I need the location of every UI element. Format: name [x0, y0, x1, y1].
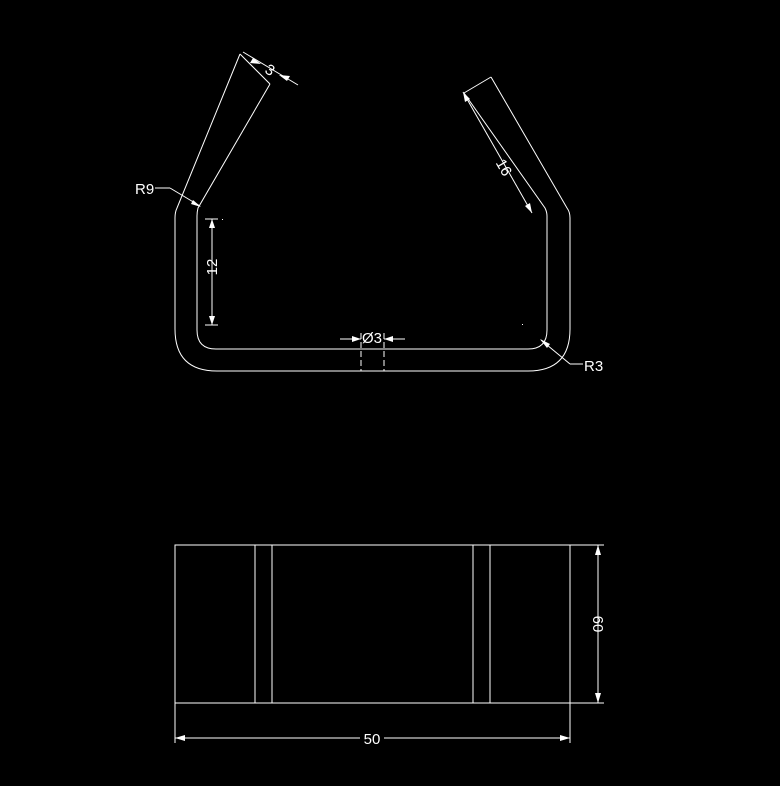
thickness-dim-line	[242, 51, 299, 86]
flange-length-arrow-bottom	[525, 203, 532, 213]
r3-label: R3	[584, 358, 603, 375]
side-height-arrow-bottom	[209, 316, 215, 325]
r9-label: R9	[135, 181, 154, 198]
side-height-arrow-top	[209, 219, 215, 228]
front-view: 60 50	[174, 544, 606, 748]
r3-leader-arrow	[540, 339, 550, 348]
top-view: Ø3 3 16 R9 R3 12	[135, 51, 603, 375]
hole-diameter-label: Ø3	[362, 330, 382, 347]
width-arrow-left	[175, 735, 185, 741]
thickness-dim-arrow-right	[279, 75, 290, 81]
bracket-inner-profile	[196, 83, 548, 350]
r9-leader-arrow	[191, 200, 201, 207]
width-label: 50	[364, 731, 381, 748]
bracket-outer-profile	[174, 53, 571, 372]
left-flange-tip	[239, 53, 271, 85]
right-flange-tip	[463, 76, 492, 94]
flange-length-label: 16	[492, 156, 515, 179]
hole-dim-arrow-left	[352, 336, 361, 342]
height-arrow-top	[595, 545, 601, 555]
thickness-dim-arrow-left	[250, 58, 261, 64]
front-view-outline	[174, 544, 571, 704]
hole-dim-arrow-right	[384, 336, 393, 342]
flange-length-dim-line	[462, 91, 533, 214]
side-height-label: 12	[204, 259, 221, 276]
thickness-label: 3	[262, 61, 278, 80]
height-label: 60	[589, 616, 606, 633]
width-arrow-right	[560, 735, 570, 741]
corner-mark-right	[522, 324, 523, 325]
corner-mark-left	[222, 219, 223, 220]
height-arrow-bottom	[595, 693, 601, 703]
flange-length-arrow-top	[463, 92, 470, 102]
